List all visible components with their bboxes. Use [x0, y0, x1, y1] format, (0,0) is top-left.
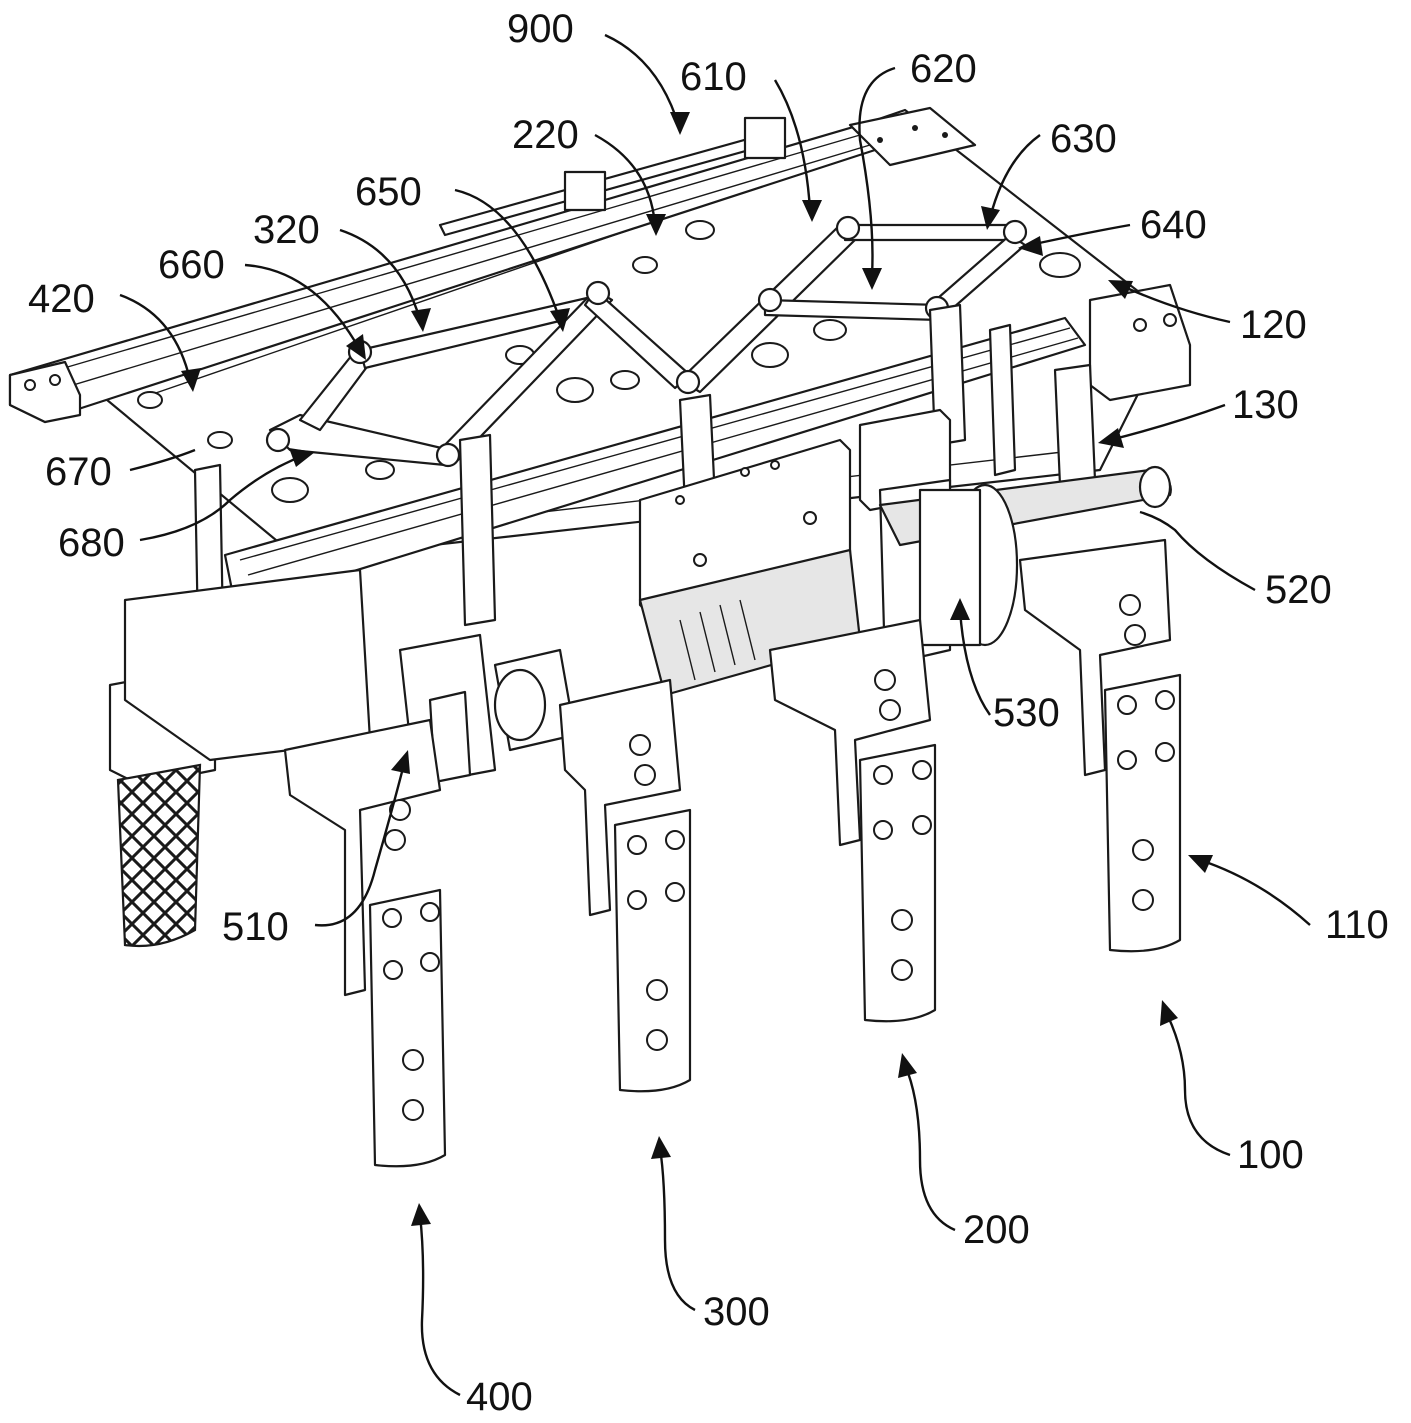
leader-680 [139, 453, 306, 542]
label-400: 400 [466, 1375, 533, 1419]
label-510: 510 [222, 905, 289, 949]
leader-660 [244, 263, 362, 351]
gripper-assembly [8, 106, 1192, 1168]
finger-100 [1018, 538, 1182, 953]
label-320: 320 [253, 208, 320, 252]
label-660: 660 [158, 243, 225, 287]
label-900: 900 [507, 7, 574, 51]
leader-lines [119, 33, 1311, 1397]
leader-640 [1029, 223, 1131, 247]
leader-510 [314, 759, 407, 927]
finger-200 [768, 618, 937, 1023]
knurled-grip [116, 763, 202, 948]
leader-100 [1163, 1009, 1231, 1157]
leader-110 [1199, 858, 1311, 926]
label-220: 220 [512, 113, 579, 157]
finger-300 [558, 678, 692, 1093]
end-block-420 [8, 360, 82, 424]
finger-400 [283, 718, 447, 1168]
leader-630 [988, 134, 1041, 219]
leader-650 [454, 188, 562, 321]
label-130: 130 [1232, 383, 1299, 427]
label-640: 640 [1140, 203, 1207, 247]
end-block-120 [1088, 283, 1192, 402]
leader-200 [903, 1064, 956, 1232]
leader-130 [1109, 403, 1226, 442]
label-670: 670 [45, 450, 112, 494]
leader-670 [129, 448, 196, 472]
leader-120 [1119, 283, 1231, 324]
top-plate-holes [137, 220, 1081, 503]
label-530: 530 [993, 691, 1060, 735]
label-110: 110 [1325, 903, 1389, 947]
leader-520 [1139, 510, 1256, 592]
leader-400 [418, 1214, 461, 1397]
scissor-linkage [265, 215, 1028, 468]
label-610: 610 [680, 55, 747, 99]
reference-labels: 900 610 620 220 630 650 640 320 660 420 … [28, 7, 1389, 1419]
label-650: 650 [355, 170, 422, 214]
rear-block-left [563, 170, 607, 212]
label-630: 630 [1050, 117, 1117, 161]
leader-620 [858, 66, 896, 276]
leader-320 [339, 228, 422, 321]
rear-block-right [743, 116, 787, 160]
label-420: 420 [28, 277, 95, 321]
label-300: 300 [703, 1290, 770, 1334]
corner-plate-620 [848, 106, 977, 167]
label-200: 200 [963, 1208, 1030, 1252]
leader-300 [658, 1147, 696, 1312]
leader-420 [119, 293, 192, 381]
leader-530 [958, 609, 991, 716]
label-620: 620 [910, 47, 977, 91]
label-520: 520 [1265, 568, 1332, 612]
label-680: 680 [58, 521, 125, 565]
label-100: 100 [1237, 1133, 1304, 1177]
leader-220 [594, 133, 657, 226]
leader-900 [604, 33, 682, 131]
label-120: 120 [1240, 303, 1307, 347]
leader-610 [773, 79, 812, 211]
